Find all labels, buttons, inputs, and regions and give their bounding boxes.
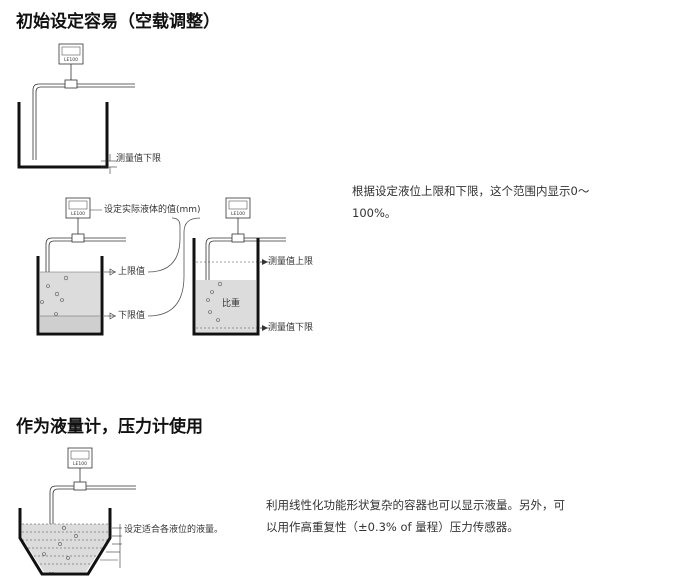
section2-paragraph: 利用线性化功能形状复杂的容器也可以显示液量。另外，可以用作高重复性（±0.3% … [266,498,565,534]
section1-title: 初始设定容易（空载调整） [16,12,220,32]
label-set-liquid: 设定适合各液位的液量。 [124,525,224,535]
label-meas-lower: 测量值下限 [268,323,314,333]
section1-paragraph: 根据设定液位上限和下限，这个范围内显示0～100%。 [352,184,590,220]
label-set-actual: 设定实际液体的值(mm) [104,205,201,215]
device-label: LE100 [71,211,85,217]
tank-diagram-irregular: LE100 [18,447,136,576]
tank-diagram-filled: LE100 LE100 [36,197,286,336]
device-label: LE100 [64,57,78,63]
tank-diagram-empty: LE100 [17,43,135,174]
label-lower-limit: 下限值 [118,311,146,321]
label-meas-upper: 测量值上限 [268,257,314,267]
section2-title: 作为液量计，压力计使用 [16,417,203,437]
label-meas-lower-top: 测量值下限 [116,154,162,164]
label-upper-limit: 上限值 [118,267,146,277]
device-label: LE100 [73,461,87,467]
device-label: LE100 [231,211,245,217]
label-specific-gravity: 比重 [222,299,241,309]
